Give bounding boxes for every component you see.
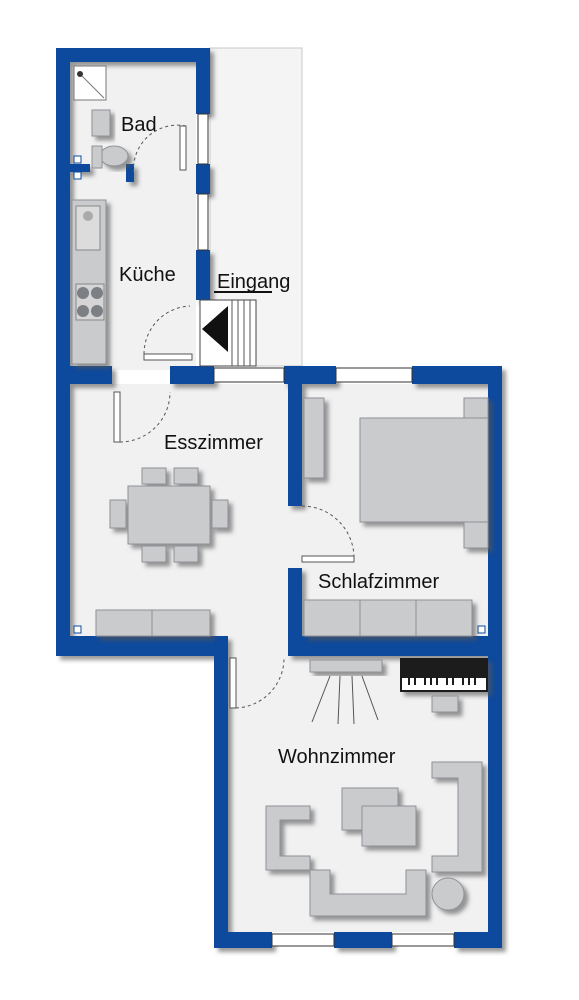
kitchen-counter (71, 199, 107, 365)
wall-markers (73, 155, 486, 634)
label-bad: Bad (121, 114, 157, 136)
windows (197, 113, 455, 947)
piano (400, 658, 488, 713)
wardrobe (303, 599, 361, 637)
dining-table (109, 467, 229, 563)
hob (77, 287, 89, 299)
room-labels: Bad Küche Eingang Esszimmer Schlafzimmer… (119, 114, 439, 768)
tv-stand (309, 659, 383, 725)
side-table (431, 877, 465, 911)
bedroom-furniture (303, 397, 489, 637)
label-schlafzimmer: Schlafzimmer (318, 571, 439, 593)
toilet (99, 145, 129, 167)
walls (56, 48, 502, 948)
entrance-arrow (199, 291, 272, 367)
sideboard (95, 609, 211, 637)
label-eingang: Eingang (217, 271, 290, 293)
bed (359, 417, 489, 523)
sofa-bottom (309, 869, 427, 917)
armchair (265, 805, 311, 871)
label-esszimmer: Esszimmer (164, 432, 263, 454)
bathroom-fixtures (73, 65, 129, 169)
sink (91, 109, 111, 137)
label-wohnzimmer: Wohnzimmer (278, 746, 396, 768)
label-kueche: Küche (119, 264, 176, 286)
doors (113, 124, 355, 709)
sofa-right (431, 761, 483, 873)
living-room-seating (265, 761, 483, 917)
